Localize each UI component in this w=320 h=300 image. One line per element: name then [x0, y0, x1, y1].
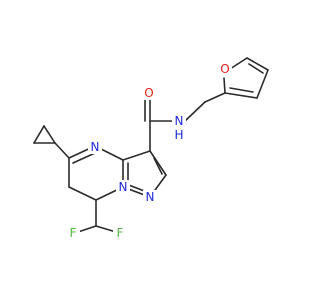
atom-amide-nitrogen: N — [172, 114, 186, 128]
bond — [54, 142, 70, 159]
bond — [184, 101, 206, 122]
atom-label: N — [175, 114, 184, 128]
atom-bridge-nitrogen: N — [116, 180, 130, 194]
bond — [229, 57, 248, 70]
bond — [229, 87, 254, 93]
bond — [246, 57, 269, 71]
atom-label: N — [119, 180, 128, 194]
atom-furan-oxygen: O — [218, 62, 232, 76]
bond — [256, 69, 269, 99]
atom-fluorine-right: F — [113, 226, 127, 240]
bond — [95, 225, 117, 233]
bond — [149, 150, 167, 176]
bond — [204, 92, 226, 103]
atom-pyrimidine-nitrogen: N — [88, 140, 102, 154]
molecule-structure-diagram: O N H O N N N F — [33, 57, 269, 240]
bond — [248, 63, 264, 74]
atom-label: O — [220, 62, 229, 76]
bond — [68, 186, 97, 201]
bond — [223, 77, 226, 94]
atom-fluorine-left: F — [66, 226, 80, 240]
atom-amide-hydrogen: H — [172, 128, 186, 142]
bond — [77, 225, 97, 233]
atom-label: F — [117, 226, 124, 240]
bond — [43, 125, 56, 144]
bond — [153, 157, 163, 175]
atom-carbonyl-oxygen: O — [142, 86, 156, 100]
atom-label: N — [91, 140, 100, 154]
bond — [33, 125, 45, 144]
bond — [122, 150, 151, 161]
atom-label: H — [174, 128, 183, 142]
atom-label: O — [144, 86, 153, 100]
bond — [72, 152, 96, 164]
bond — [224, 92, 258, 99]
bond-layer — [33, 57, 269, 233]
atom-label-layer: O N H O N N N F — [66, 62, 232, 240]
atom-label: F — [70, 226, 77, 240]
atom-label: N — [146, 190, 155, 204]
atom-pyrazole-nitrogen: N — [143, 190, 157, 204]
